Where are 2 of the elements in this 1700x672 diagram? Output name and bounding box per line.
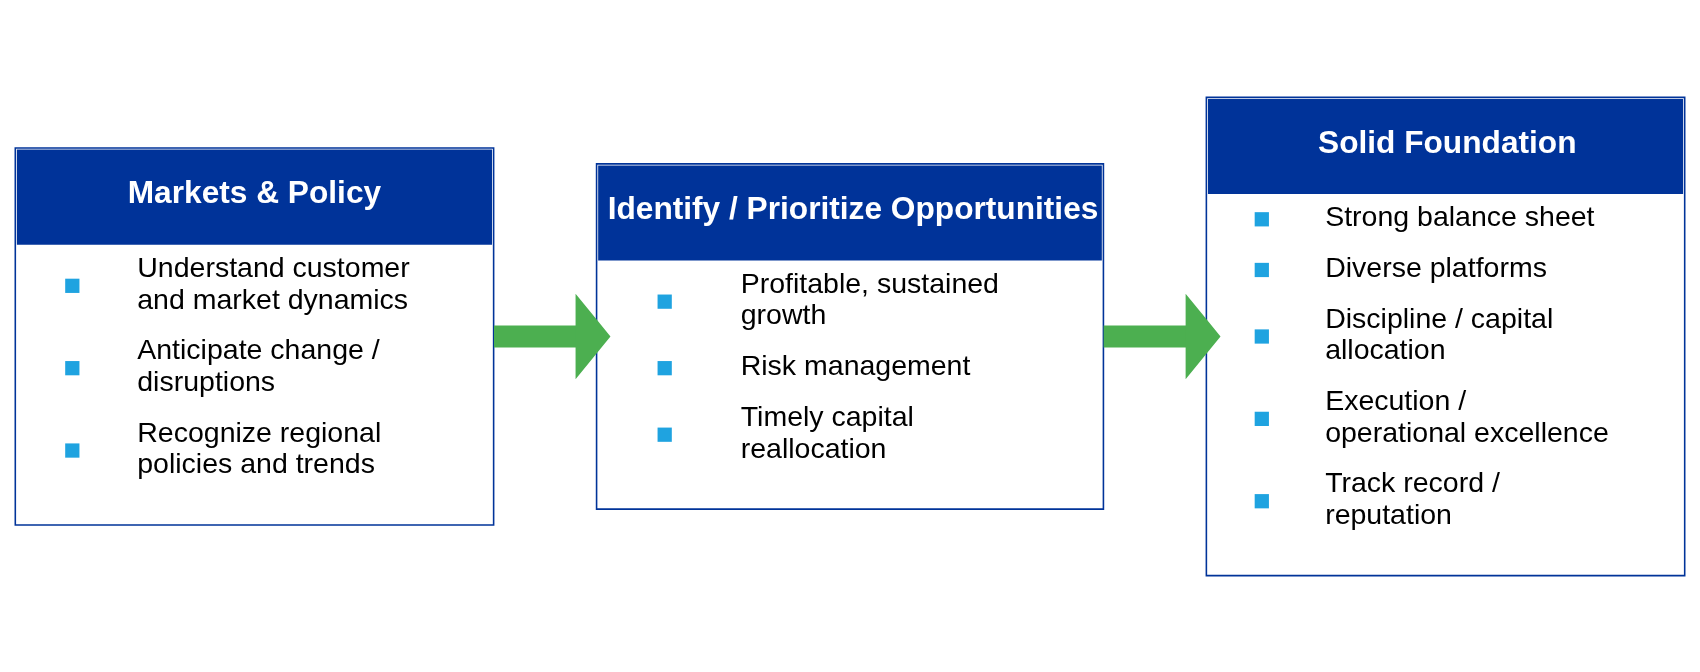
arrow: [494, 293, 611, 379]
arrow: [1103, 293, 1221, 379]
